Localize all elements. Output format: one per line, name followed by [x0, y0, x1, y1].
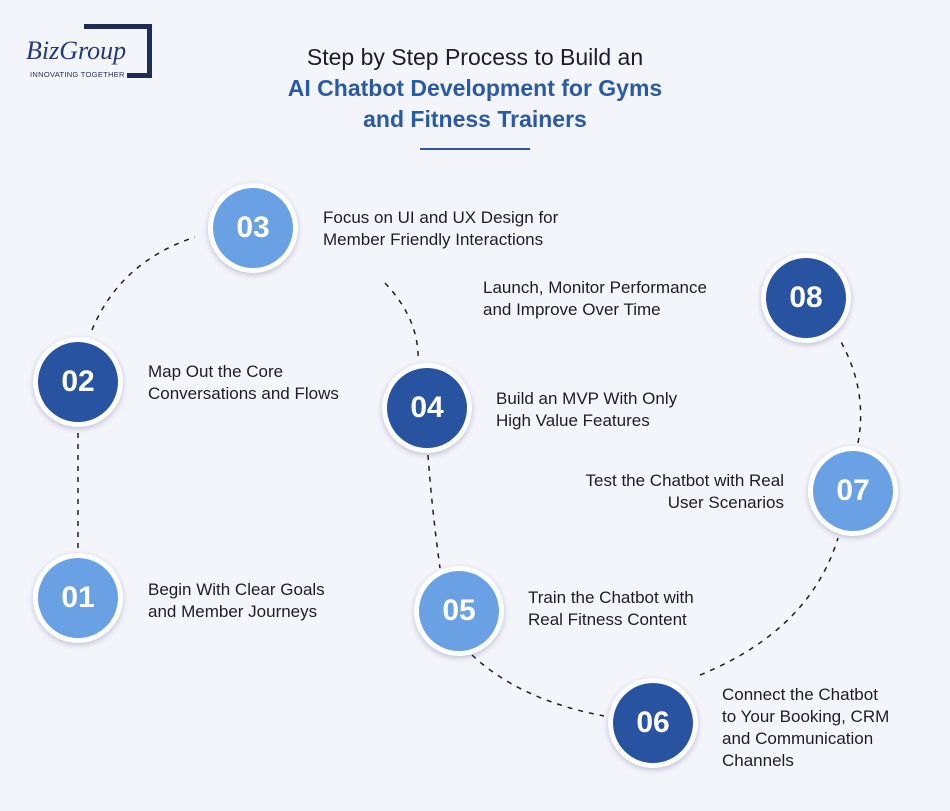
title-line-2: AI Chatbot Development for Gyms	[287, 75, 663, 101]
step-07-line-1: Test the Chatbot with Real	[585, 471, 784, 490]
step-01-label: Begin With Clear Goals and Member Journe…	[148, 579, 325, 623]
step-08-circle: 08	[761, 253, 851, 343]
step-07-line-2: User Scenarios	[667, 493, 784, 512]
step-05-line-2: Real Fitness Content	[528, 610, 687, 629]
step-03-label: Focus on UI and UX Design for Member Fri…	[323, 207, 558, 251]
connector-04-05	[427, 454, 441, 569]
title-line-1: Step by Step Process to Build an	[306, 44, 644, 70]
connector-02-03	[91, 236, 196, 331]
step-03-line-1: Focus on UI and UX Design for	[323, 208, 559, 227]
step-08-line-2: and Improve Over Time	[483, 300, 661, 319]
step-02-circle: 02	[33, 337, 123, 427]
step-06-number: 06	[613, 683, 693, 763]
step-02-line-1: Map Out the Core	[148, 362, 284, 381]
step-02-number: 02	[38, 342, 118, 422]
bizgroup-logo: BizGroup INNOVATING TOGETHER	[22, 24, 157, 84]
step-01-number: 01	[38, 558, 118, 638]
step-04-line-2: High Value Features	[496, 411, 650, 430]
step-08-line-1: Launch, Monitor Performance	[483, 278, 707, 297]
connector-06-07	[699, 537, 839, 676]
step-01-circle: 01	[33, 553, 123, 643]
logo-tagline: INNOVATING TOGETHER	[30, 70, 127, 79]
step-04-line-1: Build an MVP With Only	[496, 389, 678, 408]
connector-03-04	[384, 282, 419, 363]
connector-07-08	[839, 339, 862, 444]
step-06-label: Connect the Chatbot to Your Booking, CRM…	[722, 684, 889, 772]
step-03-number: 03	[213, 188, 293, 268]
step-05-label: Train the Chatbot with Real Fitness Cont…	[528, 587, 694, 631]
step-04-number: 04	[387, 368, 467, 448]
step-05-circle: 05	[414, 566, 504, 656]
step-02-label: Map Out the Core Conversations and Flows	[148, 361, 339, 405]
step-07-label: Test the Chatbot with Real User Scenario…	[586, 470, 784, 514]
page-title: Step by Step Process to Build an AI Chat…	[190, 42, 760, 135]
title-line-3: and Fitness Trainers	[363, 106, 587, 132]
step-08-number: 08	[766, 258, 846, 338]
logo-name: BizGroup	[26, 36, 129, 66]
step-07-number: 07	[813, 451, 893, 531]
step-04-label: Build an MVP With Only High Value Featur…	[496, 388, 677, 432]
step-01-line-1: Begin With Clear Goals	[148, 580, 325, 599]
step-06-line-1: Connect the Chatbot	[722, 685, 878, 704]
step-06-circle: 06	[608, 678, 698, 768]
step-04-circle: 04	[382, 363, 472, 453]
step-05-line-1: Train the Chatbot with	[528, 588, 694, 607]
step-08-label: Launch, Monitor Performance and Improve …	[483, 277, 707, 321]
step-03-line-2: Member Friendly Interactions	[323, 230, 544, 249]
step-06-line-3: and Communication	[722, 729, 874, 748]
step-06-line-4: Channels	[722, 751, 794, 770]
step-07-circle: 07	[808, 446, 898, 536]
step-06-line-2: to Your Booking, CRM	[722, 707, 890, 726]
connector-05-06	[471, 654, 605, 717]
step-03-circle: 03	[208, 183, 298, 273]
step-02-line-2: Conversations and Flows	[148, 384, 339, 403]
step-01-line-2: and Member Journeys	[148, 602, 318, 621]
title-underline	[420, 148, 530, 150]
step-05-number: 05	[419, 571, 499, 651]
